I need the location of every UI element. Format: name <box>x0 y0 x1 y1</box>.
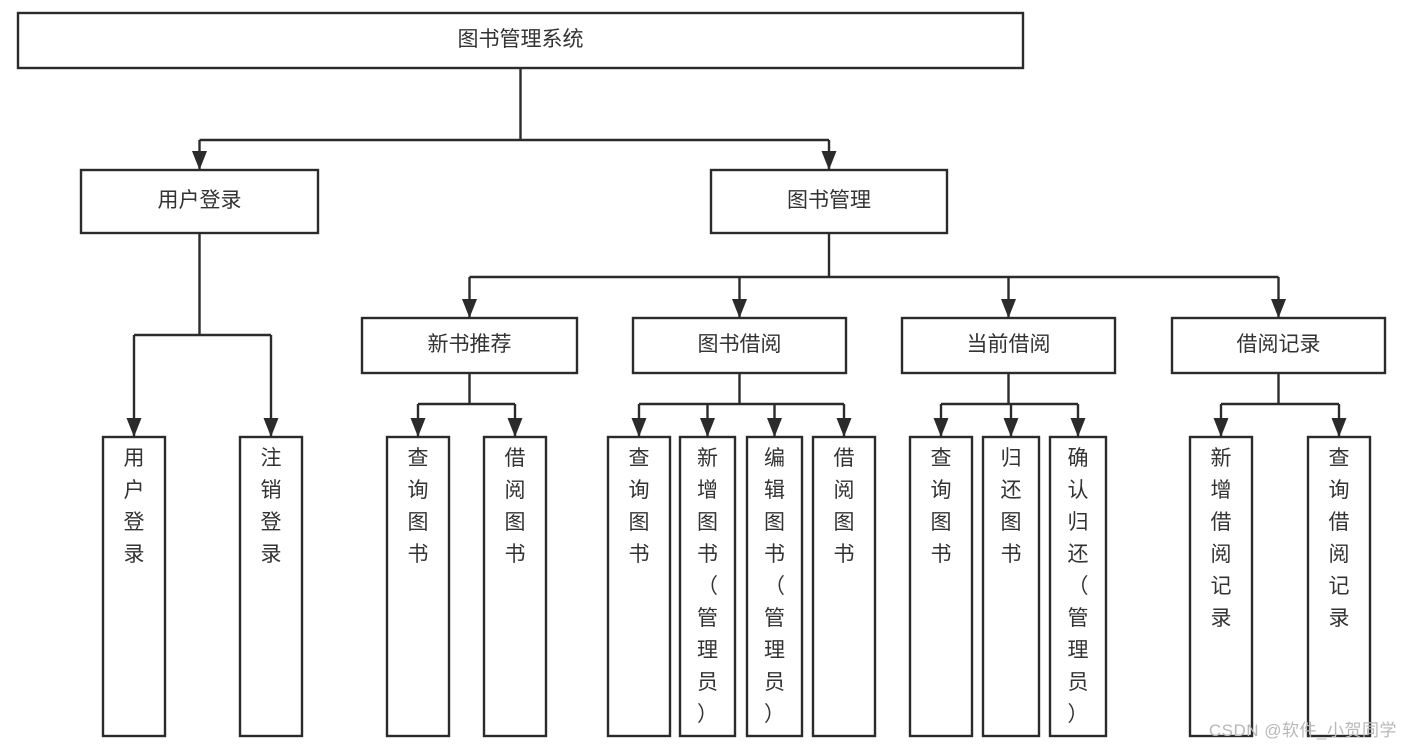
node-leaf-return-book[interactable]: 归还图书 <box>981 435 1041 738</box>
arrow-head-icon <box>767 418 782 437</box>
node-box <box>238 435 304 738</box>
node-label: 归还图书 <box>1001 447 1022 566</box>
nodes-layer: 图书管理系统用户登录图书管理新书推荐图书借阅当前借阅借阅记录用户登录注销登录查询… <box>16 11 1387 738</box>
arrow-head-icon <box>933 418 949 437</box>
node-leaf-borrow-book-1[interactable]: 借阅图书 <box>482 435 548 738</box>
node-book-manage[interactable]: 图书管理 <box>709 168 949 235</box>
arrow-head-icon <box>1070 418 1086 437</box>
node-leaf-add-record[interactable]: 新增借阅记录 <box>1188 435 1254 738</box>
node-user-login[interactable]: 用户登录 <box>79 168 320 235</box>
edge-group-book-manage <box>462 233 1286 318</box>
node-box <box>981 435 1041 738</box>
node-box <box>1188 435 1254 738</box>
node-leaf-user-login[interactable]: 用户登录 <box>101 435 167 738</box>
node-label: 查询借阅记录 <box>1329 447 1350 630</box>
node-label: 查询图书 <box>408 447 429 566</box>
node-box <box>606 435 672 738</box>
arrow-head-icon <box>462 299 477 318</box>
node-new-book-rec[interactable]: 新书推荐 <box>360 316 579 375</box>
node-box <box>908 435 974 738</box>
node-label: 图书管理系统 <box>458 28 584 51</box>
node-leaf-query-book-2[interactable]: 查询图书 <box>606 435 672 738</box>
csdn-watermark: CSDN @软件_小贺同学 <box>1208 721 1397 740</box>
node-label: 新书推荐 <box>428 333 512 356</box>
edge-group-new-book-rec <box>410 373 523 437</box>
arrow-head-icon <box>1003 418 1019 437</box>
node-leaf-logout[interactable]: 注销登录 <box>238 435 304 738</box>
node-label: 编辑图书（管理员） <box>764 447 785 726</box>
node-box <box>1170 316 1387 375</box>
node-box <box>811 435 877 738</box>
node-current-borrow[interactable]: 当前借阅 <box>900 316 1117 375</box>
node-box <box>745 435 804 738</box>
arrow-head-icon <box>192 151 207 170</box>
node-label: 新增借阅记录 <box>1211 447 1232 630</box>
node-label: 借阅记录 <box>1237 333 1321 356</box>
node-leaf-borrow-book-2[interactable]: 借阅图书 <box>811 435 877 738</box>
node-root[interactable]: 图书管理系统 <box>16 11 1025 70</box>
node-leaf-confirm-return[interactable]: 确认归还（管理员） <box>1048 435 1108 738</box>
arrow-head-icon <box>507 418 523 437</box>
node-label: 新增图书（管理员） <box>697 447 718 726</box>
node-box <box>1306 435 1372 738</box>
node-box <box>79 168 320 235</box>
node-label: 借阅图书 <box>505 447 526 566</box>
node-label: 注销登录 <box>261 447 282 566</box>
arrow-head-icon <box>732 299 747 318</box>
arrow-head-icon <box>410 418 426 437</box>
node-label: 图书借阅 <box>698 333 782 356</box>
node-label: 用户登录 <box>124 447 145 566</box>
node-box <box>101 435 167 738</box>
node-label: 查询图书 <box>931 447 952 566</box>
connectors-layer <box>126 68 1347 437</box>
node-label: 图书管理 <box>787 189 871 212</box>
arrow-head-icon <box>126 418 142 437</box>
edge-group-root <box>192 68 837 170</box>
node-box <box>16 11 1025 70</box>
arrow-head-icon <box>1213 418 1229 437</box>
node-label: 当前借阅 <box>967 333 1051 356</box>
arrow-head-icon <box>263 418 279 437</box>
edge-group-book-borrow <box>631 373 852 437</box>
node-label: 确认归还（管理员） <box>1068 447 1089 726</box>
node-box <box>482 435 548 738</box>
edge-group-current-borrow <box>933 373 1086 437</box>
node-label: 借阅图书 <box>834 447 855 566</box>
node-leaf-query-record[interactable]: 查询借阅记录 <box>1306 435 1372 738</box>
node-box <box>709 168 949 235</box>
node-box <box>385 435 451 738</box>
arrow-head-icon <box>1001 299 1016 318</box>
node-book-borrow[interactable]: 图书借阅 <box>631 316 848 375</box>
node-leaf-edit-book[interactable]: 编辑图书（管理员） <box>745 435 804 738</box>
node-leaf-query-book-3[interactable]: 查询图书 <box>908 435 974 738</box>
arrow-head-icon <box>700 418 715 437</box>
node-box <box>678 435 737 738</box>
node-box <box>1048 435 1108 738</box>
edge-group-user-login <box>126 233 279 437</box>
arrow-head-icon <box>821 151 837 170</box>
node-leaf-add-book[interactable]: 新增图书（管理员） <box>678 435 737 738</box>
node-leaf-query-book-1[interactable]: 查询图书 <box>385 435 451 738</box>
arrow-head-icon <box>1271 299 1286 318</box>
node-label: 用户登录 <box>158 189 242 212</box>
node-box <box>900 316 1117 375</box>
node-box <box>631 316 848 375</box>
node-label: 查询图书 <box>629 447 650 566</box>
edge-group-borrow-record <box>1213 373 1347 437</box>
arrow-head-icon <box>631 418 647 437</box>
arrow-head-icon <box>1331 418 1347 437</box>
arrow-head-icon <box>836 418 852 437</box>
node-box <box>360 316 579 375</box>
node-borrow-record[interactable]: 借阅记录 <box>1170 316 1387 375</box>
